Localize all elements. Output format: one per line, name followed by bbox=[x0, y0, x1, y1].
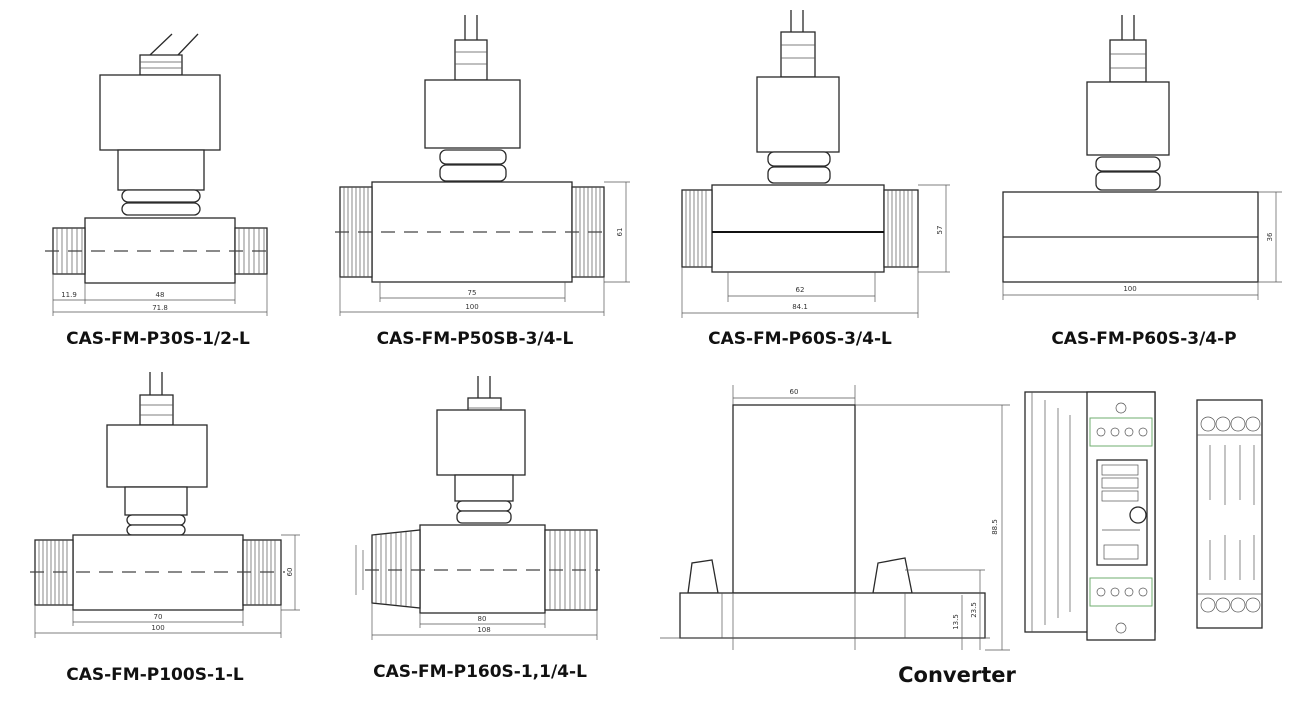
dim-p160s-body: 80 bbox=[478, 615, 487, 623]
drawing-p160s: 80 108 bbox=[355, 376, 600, 640]
dim-p30s-body: 48 bbox=[156, 291, 165, 299]
dim-p50sb-total: 100 bbox=[465, 303, 478, 311]
drawing-p50sb: 61 75 100 bbox=[335, 15, 630, 316]
dim-conv-small2: 23.5 bbox=[970, 602, 978, 618]
dim-p160s-total: 108 bbox=[477, 626, 490, 634]
caption-p160s: CAS-FM-P160S-1,1/4-L bbox=[373, 662, 587, 682]
dim-p60s-p-height: 36 bbox=[1266, 232, 1274, 241]
dim-p60s-l-height: 57 bbox=[936, 226, 944, 235]
dim-p30s-total: 71.8 bbox=[152, 304, 168, 312]
drawing-p60s-l: 57 62 84.1 bbox=[681, 10, 950, 318]
dim-conv-small1: 13.5 bbox=[952, 614, 960, 630]
dim-p100s-height: 60 bbox=[286, 568, 294, 577]
caption-p60s-p: CAS-FM-P60S-3/4-P bbox=[1051, 329, 1236, 349]
drawing-p100s: 60 70 100 bbox=[30, 372, 300, 638]
dim-conv-width: 60 bbox=[790, 388, 799, 396]
drawing-p60s-p: 36 100 bbox=[1002, 15, 1282, 300]
caption-p60s-l: CAS-FM-P60S-3/4-L bbox=[708, 329, 892, 349]
drawing-p30s: 48 71.8 11.9 bbox=[45, 33, 275, 316]
dim-p60s-l-total: 84.1 bbox=[792, 303, 808, 311]
dim-p30s-thread: 11.9 bbox=[61, 291, 77, 299]
dim-p50sb-body: 75 bbox=[468, 289, 477, 297]
dim-p50sb-height: 61 bbox=[616, 228, 624, 237]
drawing-converter: 60 88.5 13.5 23.5 bbox=[660, 385, 1263, 651]
caption-p50sb: CAS-FM-P50SB-3/4-L bbox=[377, 329, 574, 349]
dim-conv-height: 88.5 bbox=[991, 519, 999, 535]
dim-p100s-body: 70 bbox=[154, 613, 163, 621]
caption-p100s: CAS-FM-P100S-1-L bbox=[66, 665, 244, 685]
dim-p60s-p-total: 100 bbox=[1123, 285, 1136, 293]
caption-p30s: CAS-FM-P30S-1/2-L bbox=[66, 329, 250, 349]
caption-converter: Converter bbox=[898, 663, 1016, 687]
dim-p100s-total: 100 bbox=[151, 624, 164, 632]
dim-p60s-l-body: 62 bbox=[796, 286, 805, 294]
